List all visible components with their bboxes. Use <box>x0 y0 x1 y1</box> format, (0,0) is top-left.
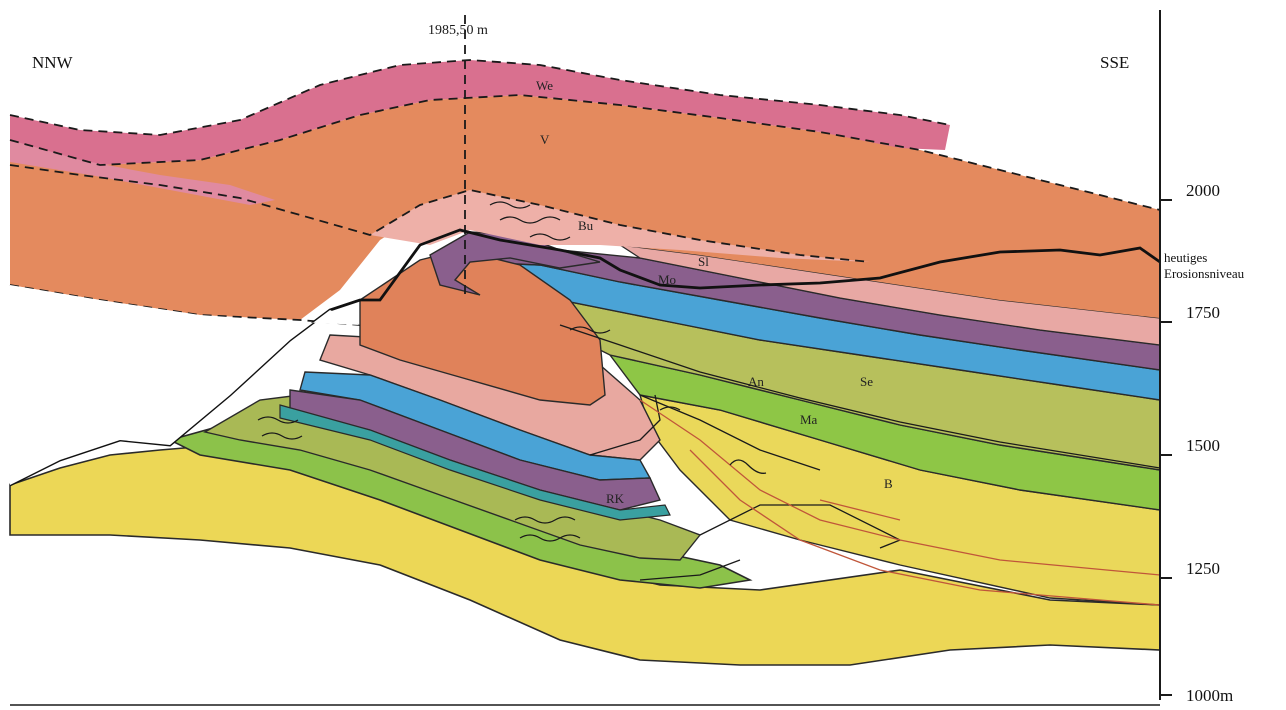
label-v: V <box>540 132 550 147</box>
direction-left: NNW <box>32 53 74 72</box>
label-ma: Ma <box>800 412 818 427</box>
label-mo: Mo <box>658 272 676 287</box>
erosion-label-line2: Erosionsniveau <box>1164 266 1245 281</box>
label-sl: Sl <box>698 254 709 269</box>
direction-right: SSE <box>1100 53 1129 72</box>
tick-1250: 1250 <box>1186 559 1220 578</box>
borehole-label: 1985,50 m <box>428 23 488 38</box>
tick-1500: 1500 <box>1186 436 1220 455</box>
label-bu: Bu <box>578 218 594 233</box>
tick-2000: 2000 <box>1186 181 1220 200</box>
label-rk: RK <box>606 491 625 506</box>
label-we: We <box>536 78 553 93</box>
label-an: An <box>748 374 764 389</box>
tick-1750: 1750 <box>1186 303 1220 322</box>
erosion-label-line1: heutiges <box>1164 250 1207 265</box>
label-se: Se <box>860 374 873 389</box>
tick-1000m: 1000m <box>1186 686 1233 705</box>
label-b: B <box>884 476 893 491</box>
